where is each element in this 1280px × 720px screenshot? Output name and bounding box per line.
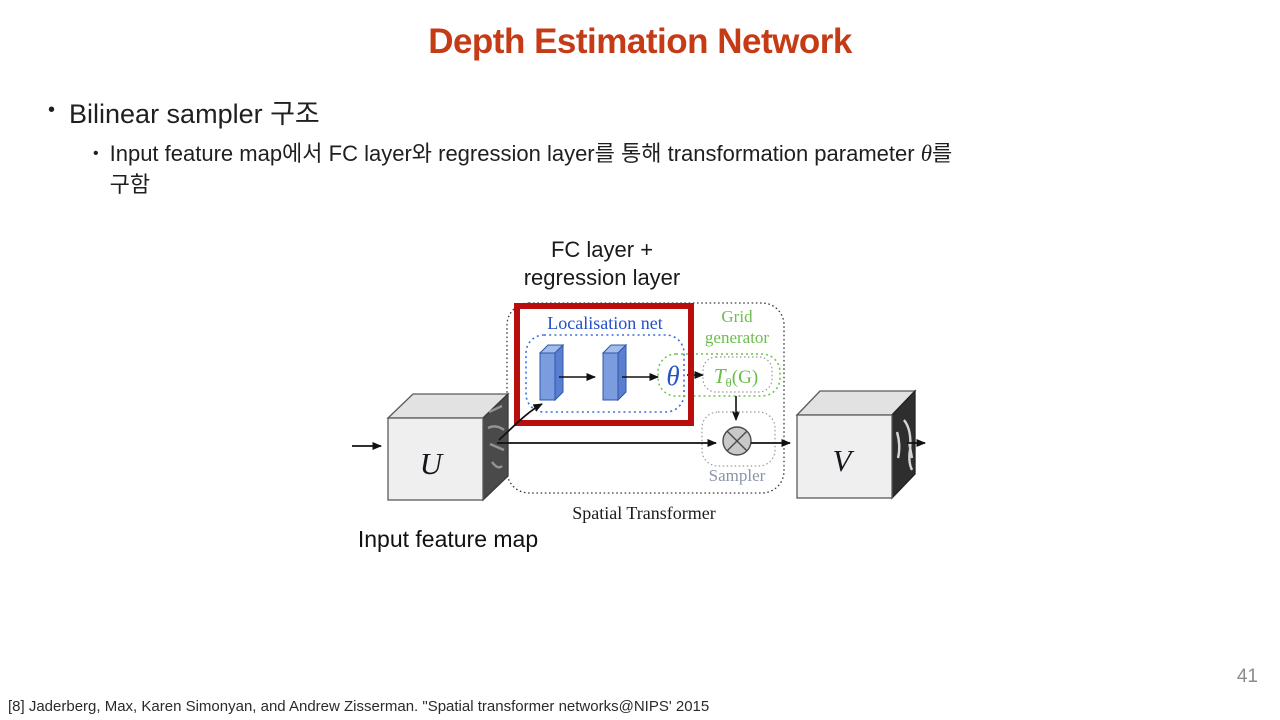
slide-title: Depth Estimation Network <box>428 22 852 61</box>
bullet-marker: • <box>48 99 56 121</box>
transform-paren: (G) <box>732 367 758 388</box>
bullet-level2-line2: 구함 <box>109 172 151 197</box>
stn-figure: FC layer + regression layer Localisation… <box>352 237 926 552</box>
transform-label: Tθ(G) <box>714 364 758 390</box>
transform-t: T <box>714 364 727 388</box>
u-feature-texture <box>487 404 505 469</box>
bullet-level2-text: Input feature map에서 FC layer와 regression… <box>110 138 953 200</box>
grid-generator-label-line2: generator <box>705 328 770 347</box>
conv-bar-1 <box>538 343 565 402</box>
citation: [8] Jaderberg, Max, Karen Simonyan, and … <box>8 698 710 715</box>
theta-symbol: θ <box>920 141 932 166</box>
spatial-transformer-box <box>506 302 785 494</box>
figure-caption-line2: regression layer <box>524 265 681 290</box>
sampler-label: Sampler <box>709 466 766 485</box>
v-feature-texture <box>895 419 914 471</box>
theta-output: θ <box>666 361 679 391</box>
transform-inner-box <box>702 356 773 393</box>
conv-bar-2 <box>601 343 628 402</box>
localisation-net-label: Localisation net <box>547 313 662 333</box>
spatial-transformer-label: Spatial Transformer <box>572 503 716 523</box>
highlight-red-box <box>514 303 694 426</box>
bullet-level1-text: Bilinear sampler 구조 <box>69 99 320 129</box>
grid-generator-label-line1: Grid <box>721 307 753 326</box>
bullet-marker: • <box>93 145 99 162</box>
output-cube-label: V <box>833 443 855 478</box>
grid-generator-box <box>657 353 781 397</box>
sampler-box <box>701 411 776 467</box>
transform-sub: θ <box>726 375 732 390</box>
input-cube-u: U <box>386 392 510 502</box>
bullet-level2-before: Input feature map에서 FC layer와 regression… <box>109 141 921 166</box>
page-number: 41 <box>1236 666 1258 687</box>
input-feature-map-label: Input feature map <box>358 526 538 552</box>
bullet-level2-after: 를 <box>932 141 953 166</box>
bullet-level2: • Input feature map에서 FC layer와 regressi… <box>93 138 1228 200</box>
sampler-node <box>722 426 752 456</box>
input-cube-label: U <box>420 446 445 481</box>
bullet-level1: • Bilinear sampler 구조 <box>48 92 320 131</box>
figure-caption-line1: FC layer + <box>551 237 653 262</box>
arrow-u-localisation <box>498 403 543 441</box>
output-cube-v: V <box>795 389 917 500</box>
